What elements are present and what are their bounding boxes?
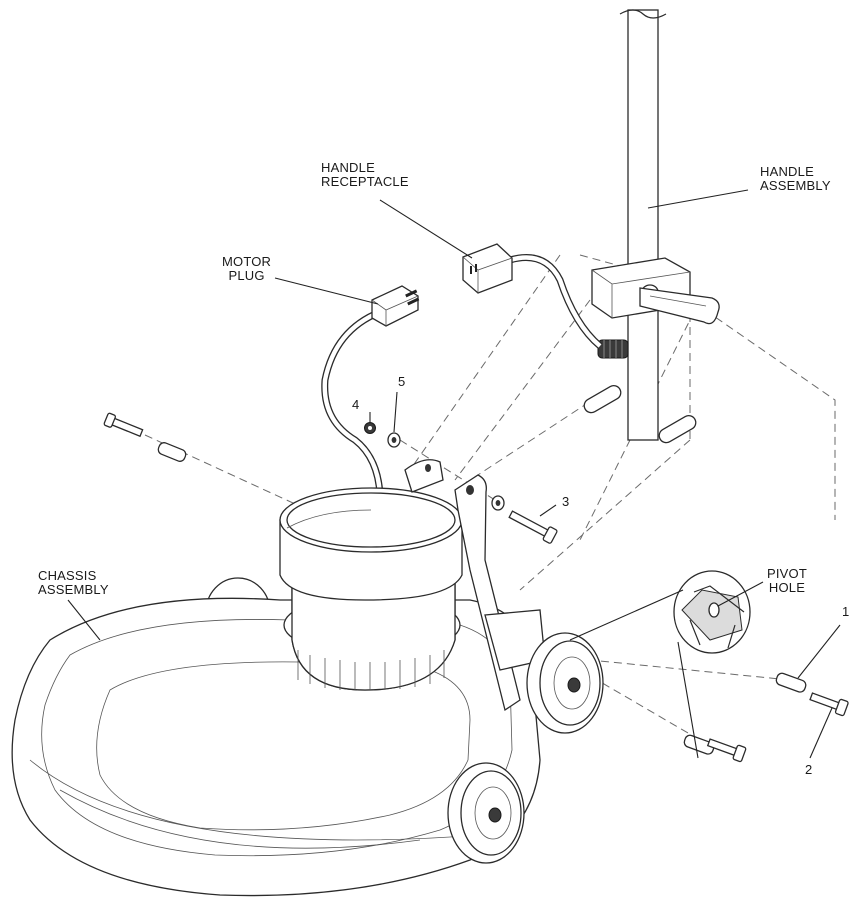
part-2-bolt (809, 692, 849, 717)
label-motor-plug-line2: PLUG (228, 268, 265, 283)
handle-receptacle (462, 243, 603, 349)
pivot-hole-detail (673, 570, 751, 654)
label-handle-receptacle: HANDLE RECEPTACLE (321, 161, 409, 189)
motor-plug (321, 285, 420, 496)
part-5-washer (387, 432, 401, 448)
leader-lines (67, 189, 841, 759)
label-motor-plug: MOTOR PLUG (222, 255, 271, 283)
callout-5: 5 (398, 374, 406, 389)
label-handle-receptacle-line2: RECEPTACLE (321, 174, 409, 189)
label-handle-assembly: HANDLE ASSEMBLY (760, 165, 831, 193)
label-handle-assembly-line1: HANDLE (760, 164, 814, 179)
callout-4: 4 (352, 397, 360, 412)
label-handle-receptacle-line1: HANDLE (321, 160, 375, 175)
hardware-left-bolt (103, 412, 187, 462)
part-3-bolt-and-washer (491, 495, 558, 544)
callout-1: 1 (842, 604, 850, 619)
label-pivot-hole-line2: HOLE (768, 580, 806, 595)
part-4-nut (364, 422, 376, 434)
label-motor-plug-line1: MOTOR (222, 254, 272, 269)
label-chassis-assembly-line2: ASSEMBLY (38, 582, 109, 597)
label-handle-assembly-line2: ASSEMBLY (760, 178, 831, 193)
callout-2: 2 (805, 762, 813, 777)
handle-assembly (583, 9, 720, 444)
callout-3: 3 (562, 494, 570, 509)
label-pivot-hole: PIVOT HOLE (767, 567, 807, 595)
lower-wheel-hardware (683, 734, 747, 763)
part-1-spacer (775, 672, 807, 693)
chassis-assembly (11, 459, 604, 897)
label-chassis-assembly: CHASSIS ASSEMBLY (38, 569, 109, 597)
label-chassis-assembly-line1: CHASSIS (38, 568, 97, 583)
cord-strain-relief (597, 339, 629, 359)
label-pivot-hole-line1: PIVOT (767, 566, 808, 581)
